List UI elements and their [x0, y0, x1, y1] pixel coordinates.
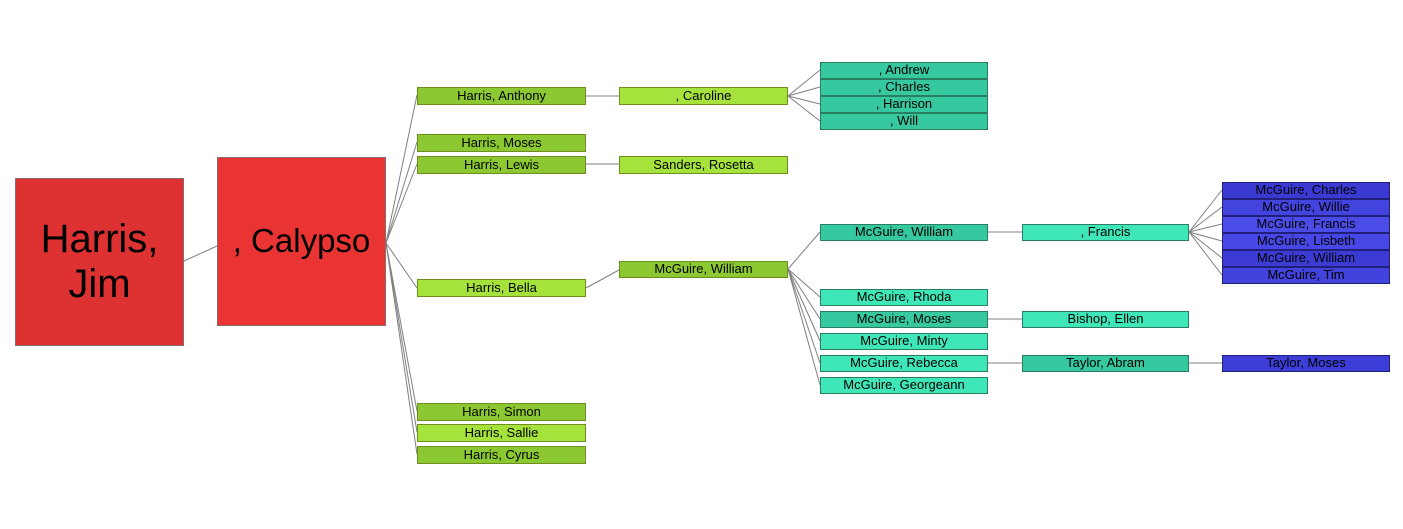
relationship-line: [787, 231, 821, 270]
relationship-line: [1188, 189, 1223, 233]
person-node-will[interactable]: , Will: [820, 113, 988, 130]
person-node-harris-lewis[interactable]: Harris, Lewis: [417, 156, 586, 174]
person-node-mcguire-rhoda[interactable]: McGuire, Rhoda: [820, 289, 988, 306]
relationship-line: [585, 269, 620, 289]
relationship-line: [787, 268, 821, 298]
relationship-line: [787, 268, 821, 364]
person-node-mcguire-moses[interactable]: McGuire, Moses: [820, 311, 988, 328]
relationship-line: [385, 242, 418, 412]
relationship-line: [787, 268, 821, 342]
relationship-line: [385, 242, 418, 289]
relationship-line: [1188, 223, 1223, 233]
person-node-harris-anthony[interactable]: Harris, Anthony: [417, 87, 586, 105]
relationship-line: [183, 245, 218, 262]
person-node-harris-cyrus[interactable]: Harris, Cyrus: [417, 446, 586, 464]
person-node-bishop-ellen[interactable]: Bishop, Ellen: [1022, 311, 1189, 328]
relationship-line: [787, 268, 821, 386]
person-node-mcguire-minty[interactable]: McGuire, Minty: [820, 333, 988, 350]
person-node-sanders-rosetta[interactable]: Sanders, Rosetta: [619, 156, 788, 174]
relationship-line: [787, 268, 821, 320]
relationship-line: [787, 69, 821, 97]
relationship-line: [385, 141, 418, 244]
person-node-harris-simon[interactable]: Harris, Simon: [417, 403, 586, 421]
person-node-harris-jim[interactable]: Harris, Jim: [15, 178, 184, 346]
person-node-taylor-abram[interactable]: Taylor, Abram: [1022, 355, 1189, 372]
person-node-andrew[interactable]: , Andrew: [820, 62, 988, 79]
relationship-line: [385, 163, 418, 244]
person-node-charles[interactable]: , Charles: [820, 79, 988, 96]
person-node-mcguire-william-jr[interactable]: McGuire, William: [820, 224, 988, 241]
person-node-harris-moses[interactable]: Harris, Moses: [417, 134, 586, 152]
person-node-mcguire-william-iii[interactable]: McGuire, William: [1222, 250, 1390, 267]
person-node-mcguire-georgeann[interactable]: McGuire, Georgeann: [820, 377, 988, 394]
person-node-mcguire-tim[interactable]: McGuire, Tim: [1222, 267, 1390, 284]
relationship-line: [385, 94, 418, 244]
person-node-mcguire-rebecca[interactable]: McGuire, Rebecca: [820, 355, 988, 372]
person-node-mcguire-charles[interactable]: McGuire, Charles: [1222, 182, 1390, 199]
person-node-mcguire-francis[interactable]: McGuire, Francis: [1222, 216, 1390, 233]
relationship-line: [385, 242, 418, 455]
relationship-line: [1188, 231, 1223, 242]
relationship-line: [787, 95, 821, 105]
relationship-line: [385, 242, 418, 433]
person-node-mcguire-willie[interactable]: McGuire, Willie: [1222, 199, 1390, 216]
relationship-line: [787, 86, 821, 97]
relationship-line: [1188, 206, 1223, 233]
person-node-calypso[interactable]: , Calypso: [217, 157, 386, 326]
person-node-mcguire-lisbeth[interactable]: McGuire, Lisbeth: [1222, 233, 1390, 250]
person-node-taylor-moses[interactable]: Taylor, Moses: [1222, 355, 1390, 372]
person-node-francis[interactable]: , Francis: [1022, 224, 1189, 241]
relationship-line: [787, 95, 821, 122]
person-node-harris-sallie[interactable]: Harris, Sallie: [417, 424, 586, 442]
relationship-line: [1188, 231, 1223, 276]
person-node-mcguire-william-sr[interactable]: McGuire, William: [619, 261, 788, 278]
person-node-caroline[interactable]: , Caroline: [619, 87, 788, 105]
relationship-line: [1188, 231, 1223, 259]
person-node-harris-bella[interactable]: Harris, Bella: [417, 279, 586, 297]
person-node-harrison[interactable]: , Harrison: [820, 96, 988, 113]
